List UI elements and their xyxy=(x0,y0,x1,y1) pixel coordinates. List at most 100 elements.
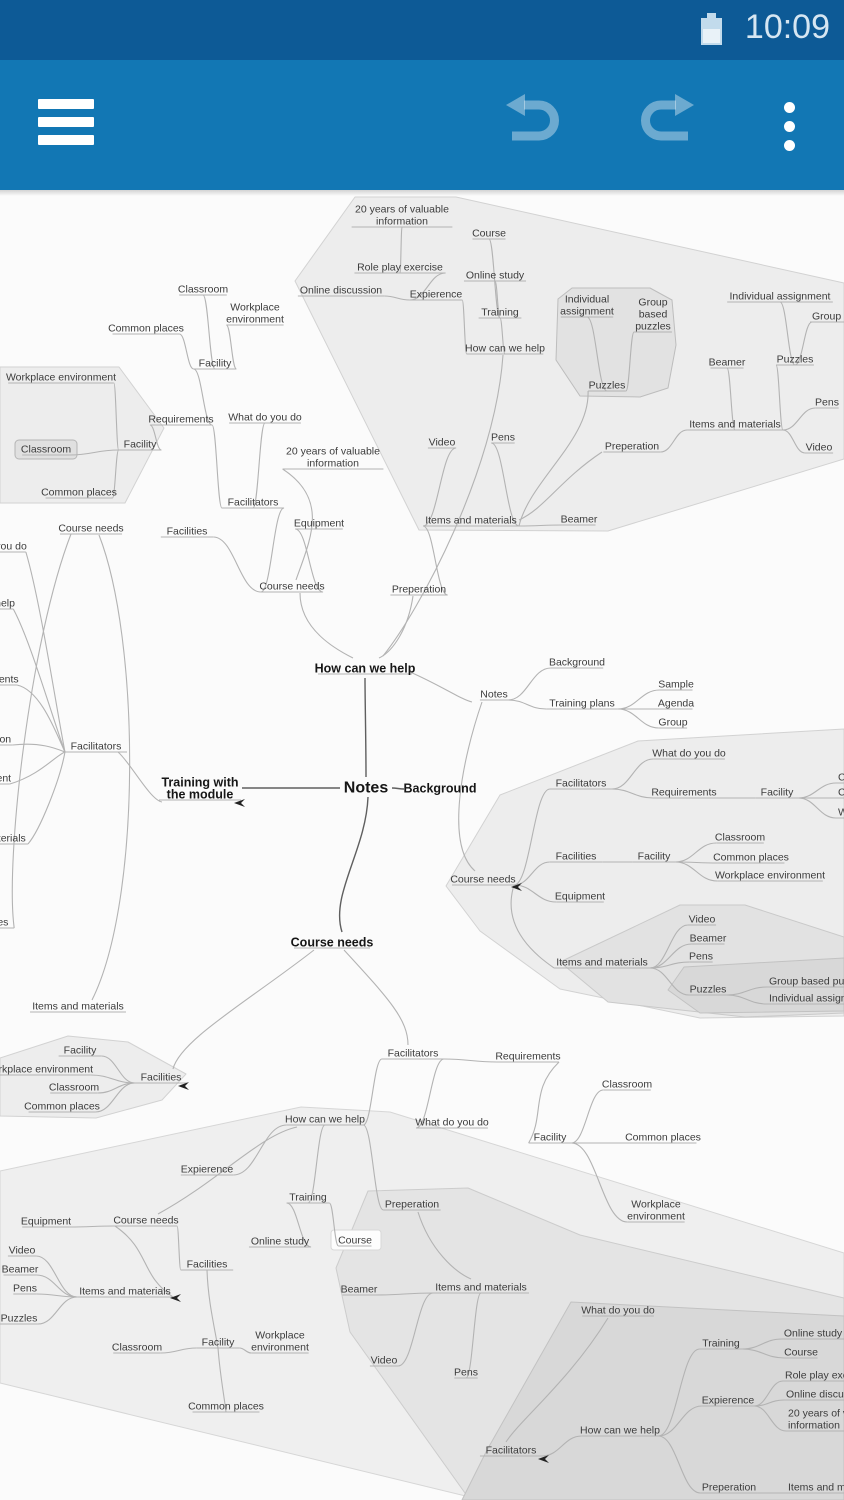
fold-icon[interactable] xyxy=(511,883,522,891)
map-node-bfacilities[interactable]: Facilities xyxy=(187,1259,228,1271)
map-node-bgmain[interactable]: Background xyxy=(404,781,477,795)
map-node-lbfacilities[interactable]: Facilities xyxy=(141,1072,182,1084)
map-node-hcwhmain[interactable]: How can we help xyxy=(315,661,416,675)
map-node-cprep[interactable]: Preperation xyxy=(392,584,446,596)
map-node-rgroupcut[interactable]: Group based puzzles xyxy=(769,976,844,988)
redo-icon[interactable] xyxy=(632,90,696,154)
map-node-lbcommon[interactable]: Common places xyxy=(24,1101,100,1113)
map-node-bonlinestudy[interactable]: Online study xyxy=(251,1236,310,1248)
map-node-trgroup[interactable]: Group based puzzles xyxy=(812,311,844,323)
map-node-bpens[interactable]: Pens xyxy=(13,1283,37,1295)
map-node-bhcwh[interactable]: How can we help xyxy=(285,1114,365,1126)
map-node-bronlinestudy[interactable]: Online study xyxy=(784,1328,843,1340)
map-node-citems[interactable]: Items and materials xyxy=(425,515,517,527)
map-node-trindiv[interactable]: Individual assignment xyxy=(730,291,831,303)
map-node-bclassroom[interactable]: Classroom xyxy=(602,1079,652,1091)
map-node-rcn[interactable]: Course needs xyxy=(450,874,515,886)
map-node-ahcwh[interactable]: How can we help xyxy=(465,343,545,355)
map-node-bfacility[interactable]: Facility xyxy=(534,1132,567,1144)
map-node-bexp[interactable]: Expierence xyxy=(181,1164,234,1176)
map-node-lmhcwh[interactable]: How can we help xyxy=(0,598,15,610)
map-node-root[interactable]: Notes xyxy=(344,780,389,797)
map-node-aroleplay[interactable]: Role play exercise xyxy=(357,262,443,274)
map-node-lmequip[interactable]: Equipment xyxy=(0,773,11,785)
map-node-creq[interactable]: Requirements xyxy=(148,414,213,426)
map-node-rworkcut[interactable]: Workplace environment xyxy=(838,807,844,819)
fold-icon[interactable] xyxy=(538,1455,549,1463)
map-node-aonlinestudy[interactable]: Online study xyxy=(466,270,525,282)
map-node-rnagenda[interactable]: Agenda xyxy=(658,698,694,710)
fold-icon[interactable] xyxy=(170,1294,181,1302)
map-node-brwhat[interactable]: What do you do xyxy=(581,1305,655,1317)
map-node-ulfacility[interactable]: Facility xyxy=(199,358,232,370)
map-node-lmfacilitators[interactable]: Facilitators xyxy=(71,741,122,753)
map-node-bwhat[interactable]: What do you do xyxy=(415,1117,489,1129)
map-node-bfacilitators[interactable]: Facilitators xyxy=(388,1048,439,1060)
map-node-bprep[interactable]: Preperation xyxy=(385,1199,439,1211)
map-node-trvideo[interactable]: Video xyxy=(806,442,833,454)
map-node-cequip[interactable]: Equipment xyxy=(294,518,344,530)
map-node-lmitems[interactable]: Items and materials xyxy=(0,833,26,845)
map-node-rfacility[interactable]: Facility xyxy=(761,787,794,799)
map-node-brtraining[interactable]: Training xyxy=(702,1338,740,1350)
map-node-rcommoncut[interactable]: Common places xyxy=(838,787,844,799)
menu-icon[interactable] xyxy=(38,99,94,145)
map-node-brfacilitators[interactable]: Facilitators xyxy=(486,1445,537,1457)
map-node-cnmain[interactable]: Course needs xyxy=(291,935,374,949)
map-node-brhcwh[interactable]: How can we help xyxy=(580,1425,660,1437)
map-node-brcourse[interactable]: Course xyxy=(784,1347,818,1359)
map-node-brprep[interactable]: Preperation xyxy=(702,1482,756,1494)
map-node-trpens[interactable]: Pens xyxy=(815,397,839,409)
map-node-aexp[interactable]: Expierence xyxy=(410,289,463,301)
map-node-rclasscut[interactable]: Classroom xyxy=(838,772,844,784)
map-node-rreq[interactable]: Requirements xyxy=(651,787,716,799)
map-node-cfacilitators[interactable]: Facilitators xyxy=(228,497,279,509)
map-node-tritems[interactable]: Items and materials xyxy=(689,419,781,431)
map-node-bcourse[interactable]: Course xyxy=(338,1235,372,1247)
map-node-trprep[interactable]: Preperation xyxy=(605,441,659,453)
map-node-ccn[interactable]: Course needs xyxy=(259,581,324,593)
map-node-lmreq[interactable]: Requirements xyxy=(0,674,19,686)
map-node-brexp[interactable]: Expierence xyxy=(702,1395,755,1407)
map-node-ritems[interactable]: Items and materials xyxy=(556,957,648,969)
map-node-requip[interactable]: Equipment xyxy=(555,891,605,903)
map-node-rnbg[interactable]: Background xyxy=(549,657,605,669)
map-node-cpens[interactable]: Pens xyxy=(491,432,515,444)
map-node-bmitems[interactable]: Items and materials xyxy=(435,1282,527,1294)
map-node-lbclass[interactable]: Classroom xyxy=(49,1082,99,1094)
map-node-aonlinedisc[interactable]: Online discussion xyxy=(300,285,382,297)
map-node-bcommon2[interactable]: Common places xyxy=(188,1401,264,1413)
map-node-rngroup[interactable]: Group xyxy=(658,717,687,729)
map-node-ulclass[interactable]: Classroom xyxy=(178,284,228,296)
map-node-lmcn[interactable]: Course needs xyxy=(58,523,123,535)
map-node-rindivcut[interactable]: Individual assignment xyxy=(769,993,844,1005)
overflow-menu-icon[interactable] xyxy=(778,102,800,152)
map-node-rvideo[interactable]: Video xyxy=(689,914,716,926)
map-node-rnsample[interactable]: Sample xyxy=(658,679,694,691)
map-node-rntp[interactable]: Training plans xyxy=(549,698,615,710)
map-node-l2common[interactable]: Common places xyxy=(41,487,117,499)
fold-icon[interactable] xyxy=(178,1082,189,1090)
map-node-lmitems2[interactable]: Items and materials xyxy=(32,1001,124,1013)
map-node-bitems[interactable]: Items and materials xyxy=(79,1286,171,1298)
map-node-acourse[interactable]: Course xyxy=(472,228,506,240)
map-node-cvideo[interactable]: Video xyxy=(429,437,456,449)
map-node-bmpens[interactable]: Pens xyxy=(454,1367,478,1379)
map-node-breq[interactable]: Requirements xyxy=(495,1051,560,1063)
map-node-bfacility2[interactable]: Facility xyxy=(202,1337,235,1349)
map-node-rclass[interactable]: Classroom xyxy=(715,832,765,844)
map-node-britemscut[interactable]: Items and materials xyxy=(788,1482,844,1494)
map-node-bpuzzles[interactable]: Puzzles xyxy=(1,1313,38,1325)
map-node-rfacilities[interactable]: Facilities xyxy=(556,851,597,863)
map-node-bvideo[interactable]: Video xyxy=(9,1245,36,1257)
map-node-rpuzzles[interactable]: Puzzles xyxy=(690,984,727,996)
map-node-bcommon[interactable]: Common places xyxy=(625,1132,701,1144)
undo-icon[interactable] xyxy=(504,90,568,154)
map-node-rfacilitators[interactable]: Facilitators xyxy=(556,778,607,790)
map-node-lbwork[interactable]: Workplace environment xyxy=(0,1064,93,1076)
